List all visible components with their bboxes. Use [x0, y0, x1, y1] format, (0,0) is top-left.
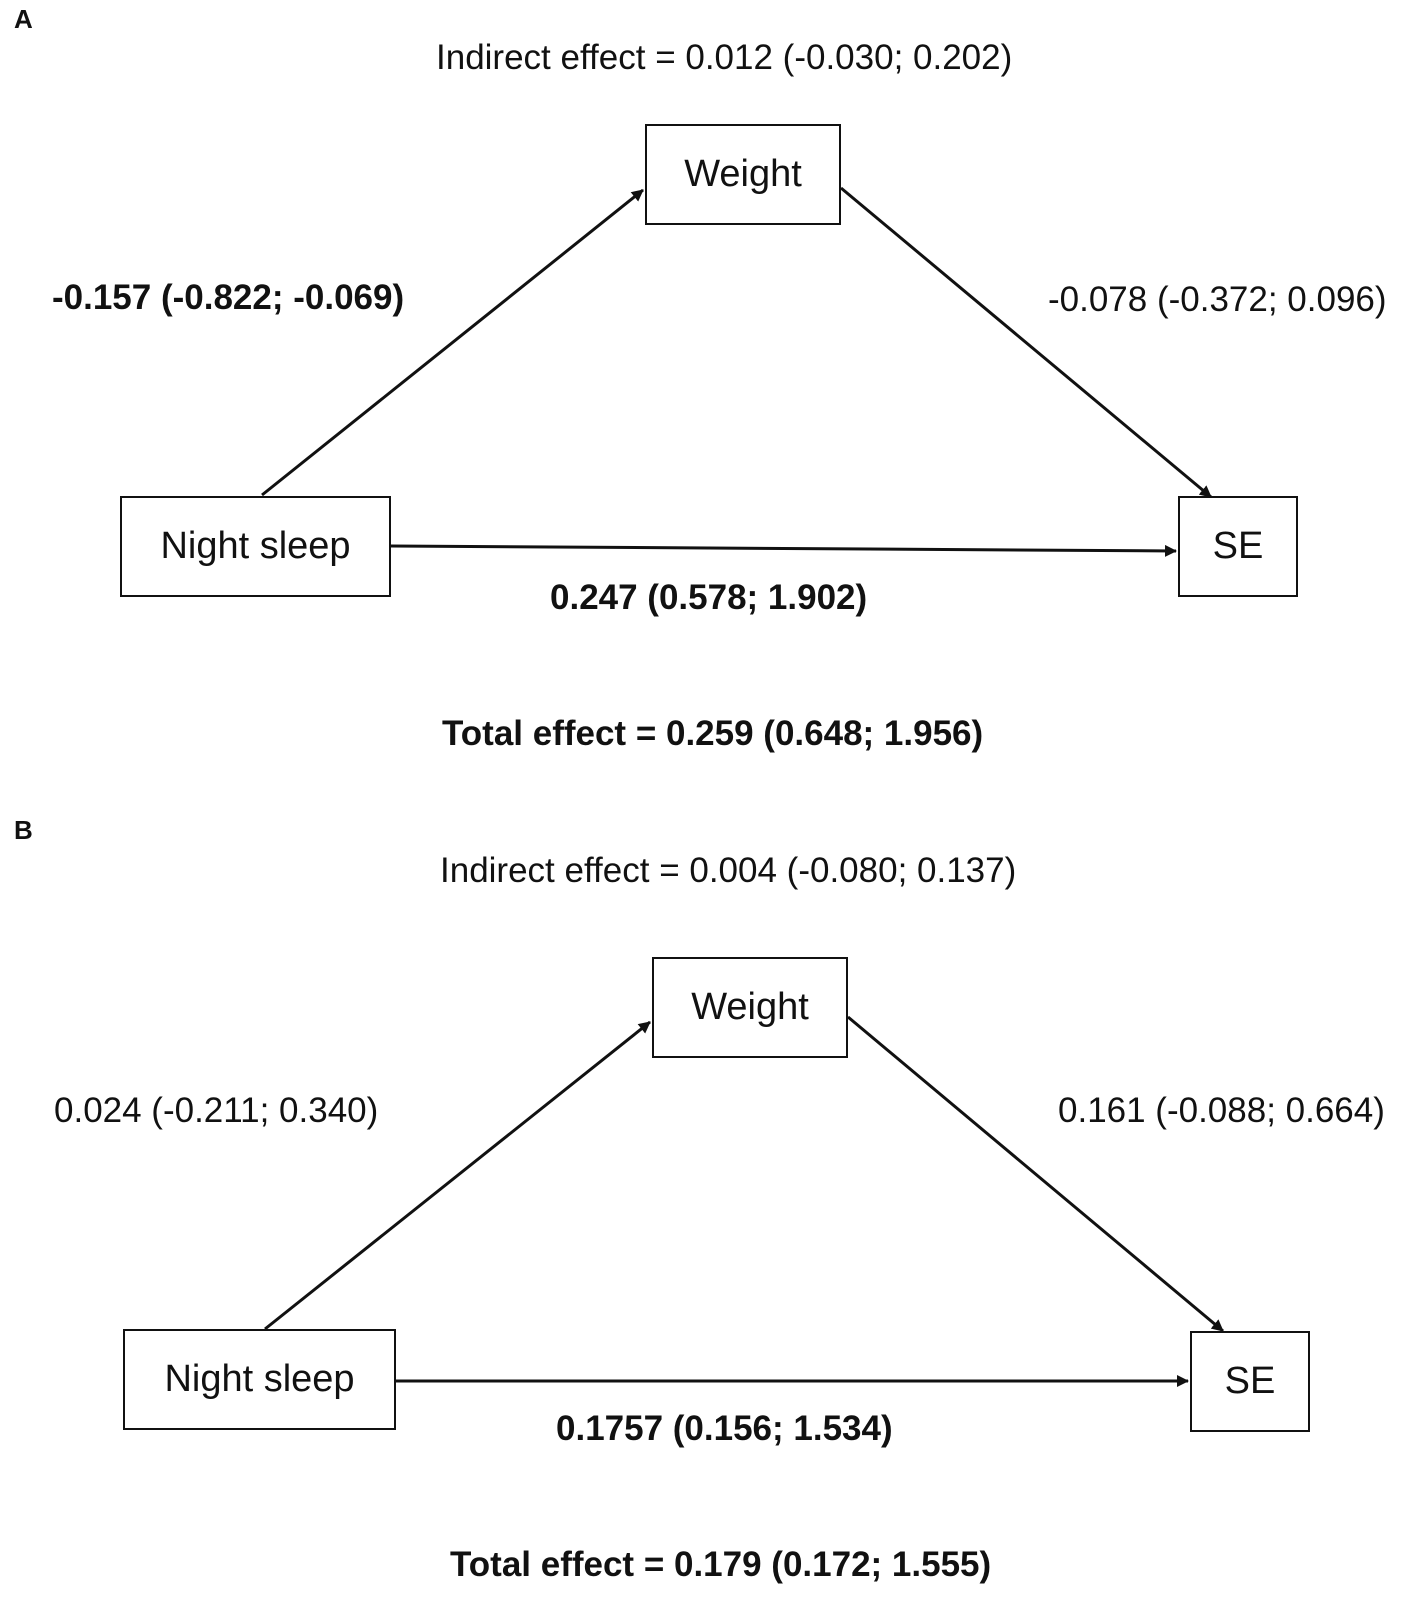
panel-b: B Indirect effect = 0.004 (-0.080; 0.137… — [0, 815, 1417, 1615]
path-b-coefficient: -0.078 (-0.372; 0.096) — [1048, 280, 1387, 319]
mediator-node-weight: Weight — [652, 957, 848, 1058]
outcome-node-label: SE — [1212, 525, 1264, 567]
predictor-node-label: Night sleep — [164, 1358, 355, 1400]
panel-label: B — [14, 815, 33, 845]
predictor-node-night-sleep: Night sleep — [123, 1329, 396, 1430]
mediator-node-weight: Weight — [645, 124, 841, 225]
mediator-node-label: Weight — [684, 153, 802, 195]
outcome-node-se: SE — [1178, 496, 1298, 597]
path-c-coefficient: 0.247 (0.578; 1.902) — [550, 578, 868, 617]
arrow-predictor-to-outcome — [390, 544, 1177, 557]
arrow-predictor-to-mediator — [261, 188, 644, 497]
path-c-coefficient: 0.1757 (0.156; 1.534) — [556, 1409, 893, 1448]
total-effect-label: Total effect = 0.179 (0.172; 1.555) — [450, 1545, 992, 1584]
path-b-coefficient: 0.161 (-0.088; 0.664) — [1058, 1091, 1385, 1130]
path-arrows — [264, 1015, 1224, 1387]
predictor-node-night-sleep: Night sleep — [120, 496, 391, 597]
predictor-node-label: Night sleep — [160, 525, 351, 567]
path-a-coefficient: -0.157 (-0.822; -0.069) — [52, 278, 405, 317]
arrow-mediator-to-outcome — [847, 1015, 1224, 1333]
panel-label: A — [14, 4, 33, 34]
panel-a: A Indirect effect = 0.012 (-0.030; 0.202… — [0, 0, 1417, 800]
mediator-node-label: Weight — [691, 986, 809, 1028]
outcome-node-se: SE — [1190, 1331, 1310, 1432]
path-a-coefficient: 0.024 (-0.211; 0.340) — [54, 1091, 379, 1130]
indirect-effect-label: Indirect effect = 0.012 (-0.030; 0.202) — [436, 38, 1013, 77]
total-effect-label: Total effect = 0.259 (0.648; 1.956) — [442, 714, 984, 753]
indirect-effect-label: Indirect effect = 0.004 (-0.080; 0.137) — [440, 851, 1017, 890]
arrow-mediator-to-outcome — [840, 186, 1212, 499]
outcome-node-label: SE — [1224, 1360, 1276, 1402]
arrow-predictor-to-mediator — [264, 1020, 651, 1331]
path-arrows — [261, 186, 1212, 557]
